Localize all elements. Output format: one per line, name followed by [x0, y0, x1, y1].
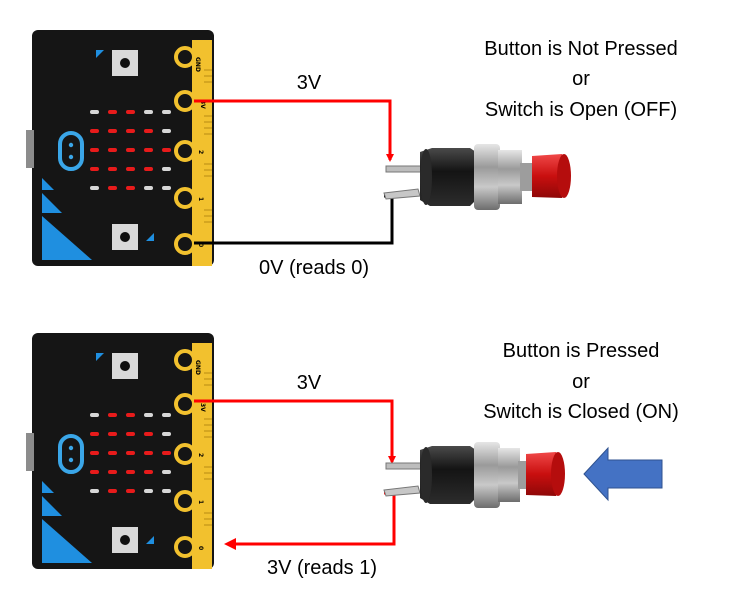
svg-text:2: 2: [197, 150, 204, 154]
press-arrow-icon: [583, 446, 663, 502]
button-b: [96, 50, 138, 76]
svg-text:3V: 3V: [199, 100, 206, 109]
state-line-2: or: [572, 371, 590, 393]
microbit-logo-icon: [58, 131, 84, 171]
usb-connector: [26, 433, 34, 471]
button-b: [96, 353, 138, 379]
pin-0: 0: [174, 536, 204, 558]
svg-text:3V: 3V: [199, 403, 206, 412]
wire-3v: [194, 99, 394, 162]
pin-gnd: GND: [174, 349, 201, 375]
push-button-switch: [383, 442, 565, 508]
microbit-board: GND 3V 2 1 0: [26, 30, 214, 266]
bottom-wire-label: 0V (reads 0): [259, 257, 369, 279]
hex-nut: [474, 144, 500, 210]
pin-1: 1: [174, 490, 204, 512]
bottom-wire-label: 3V (reads 1): [267, 557, 377, 579]
svg-text:GND: GND: [194, 57, 201, 72]
state-line-2: or: [572, 68, 590, 90]
corner-mark-icon: [42, 178, 54, 190]
svg-text:1: 1: [197, 197, 204, 201]
wire-pin0: [234, 491, 396, 546]
pin-2: 2: [174, 140, 204, 162]
wire-3v: [194, 399, 396, 464]
microbit-board: GND 3V 2 1 0: [26, 333, 214, 569]
pin-3v: 3V: [174, 393, 206, 415]
microbit-logo-icon: [58, 434, 84, 474]
corner-mark-icon: [42, 481, 54, 493]
state-line-1: Button is Not Pressed: [484, 38, 677, 60]
top-wire-label: 3V: [297, 72, 322, 94]
button-a: [112, 527, 154, 553]
svg-text:1: 1: [197, 500, 204, 504]
arrow-to-pin0: [224, 538, 236, 550]
switch-terminal: [385, 165, 423, 173]
push-button-switch: [383, 144, 571, 210]
pin-2: 2: [174, 443, 204, 465]
led-matrix: [90, 110, 171, 190]
board-body: [32, 30, 214, 266]
svg-text:2: 2: [197, 453, 204, 457]
switch-terminal: [385, 462, 423, 470]
button-a: [112, 224, 154, 250]
led-matrix: [90, 413, 171, 493]
svg-text:0: 0: [197, 243, 204, 247]
svg-text:GND: GND: [194, 360, 201, 375]
svg-text:0: 0: [197, 546, 204, 550]
top-wire-label: 3V: [297, 372, 322, 394]
state-line-3: Switch is Closed (ON): [483, 401, 679, 423]
pin-gnd: GND: [174, 46, 201, 72]
usb-connector: [26, 130, 34, 168]
wire-pin0: [194, 194, 394, 245]
panel-open: GND 3V 2 1 0 3V 0V (reads 0) Button is N…: [26, 30, 678, 279]
hex-nut: [474, 442, 500, 508]
panel-closed: GND 3V 2 1 0 3V 3V (reads 1): [26, 333, 679, 579]
board-body: [32, 333, 214, 569]
edge-connector: GND 3V 2 1 0: [174, 40, 212, 266]
pin-1: 1: [174, 187, 204, 209]
state-line-1: Button is Pressed: [503, 340, 660, 362]
state-line-3: Switch is Open (OFF): [485, 99, 677, 121]
